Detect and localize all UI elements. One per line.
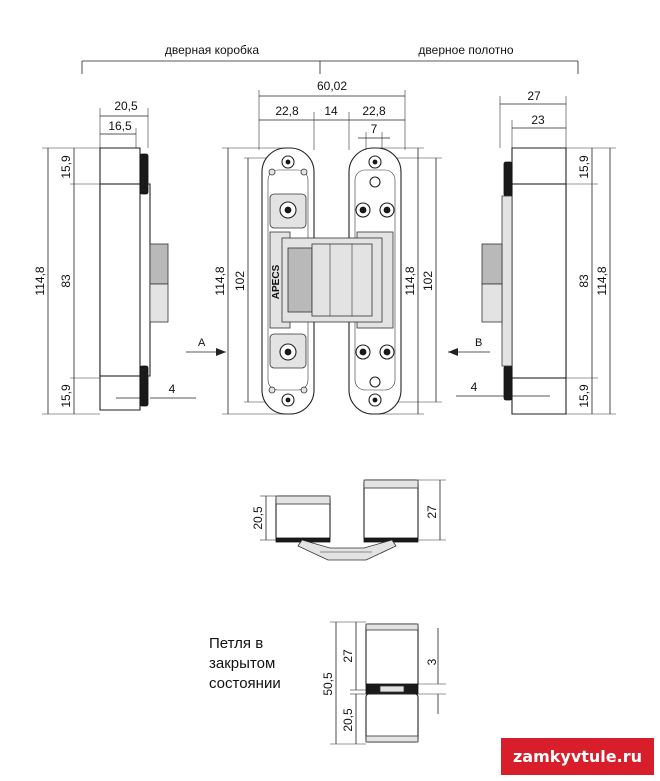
site-watermark[interactable]: zamkyvtule.ru [500, 738, 654, 775]
dim-label: 15,9 [59, 155, 73, 179]
dim-label: 102 [421, 271, 435, 291]
top-view: 20,5 27 [251, 479, 446, 561]
view-arrow-a: A [186, 337, 226, 356]
frame-header: дверная коробка [165, 43, 260, 57]
dim-label: 16,5 [108, 119, 132, 133]
header-bracket: дверная коробка дверное полотно [81, 43, 579, 74]
dim-label: 20,5 [114, 99, 138, 113]
dim-label: 4 [471, 380, 478, 394]
dim-label: 4 [169, 382, 176, 396]
dim-label: 27 [341, 649, 355, 663]
caption-line: закрытом [209, 655, 276, 672]
dim-label: 102 [233, 271, 247, 291]
closed-state-caption: Петля в закрытом состоянии [209, 634, 319, 694]
dim-label: 3 [425, 658, 439, 665]
dim-label: 83 [577, 274, 591, 288]
dim-label: 114,8 [33, 266, 47, 295]
dim-label: 114,8 [595, 266, 609, 295]
front-view: 60,02 22,8 14 22,8 7 114,8 102 114,8 102 [213, 79, 442, 415]
dim-label: 20,5 [341, 708, 355, 732]
dim-label: 14 [324, 104, 338, 118]
leaf-header: дверное полотно [418, 43, 513, 57]
dim-label: 22,8 [362, 104, 386, 118]
view-label: B [475, 337, 482, 349]
dim-label: 22,8 [275, 104, 299, 118]
dim-label: 83 [59, 274, 73, 288]
caption-line: Петля в [209, 635, 264, 652]
dim-label: 50,5 [321, 672, 335, 696]
dim-label: 114,8 [403, 266, 417, 295]
dim-label: 15,9 [577, 155, 591, 179]
dim-label: 15,9 [577, 384, 591, 408]
caption-line: состоянии [209, 675, 281, 692]
dim-label: 60,02 [317, 79, 347, 93]
dim-label: 15,9 [59, 384, 73, 408]
side-view-left: 20,5 16,5 114,8 15,9 83 15,9 4 [33, 99, 196, 415]
side-view-right: 27 23 15,9 83 15,9 114,8 4 [456, 89, 616, 415]
dim-label: 114,8 [213, 266, 227, 295]
dim-label: 27 [425, 505, 439, 519]
closed-view: 50,5 27 20,5 3 [321, 621, 446, 745]
dim-label: 27 [527, 89, 541, 103]
dim-label: 20,5 [251, 506, 265, 530]
dim-label: 7 [371, 122, 378, 136]
view-label: A [198, 337, 206, 349]
dim-label: 23 [531, 113, 545, 127]
brand-label: АРЕСS [271, 264, 282, 299]
view-arrow-b: B [448, 337, 490, 356]
